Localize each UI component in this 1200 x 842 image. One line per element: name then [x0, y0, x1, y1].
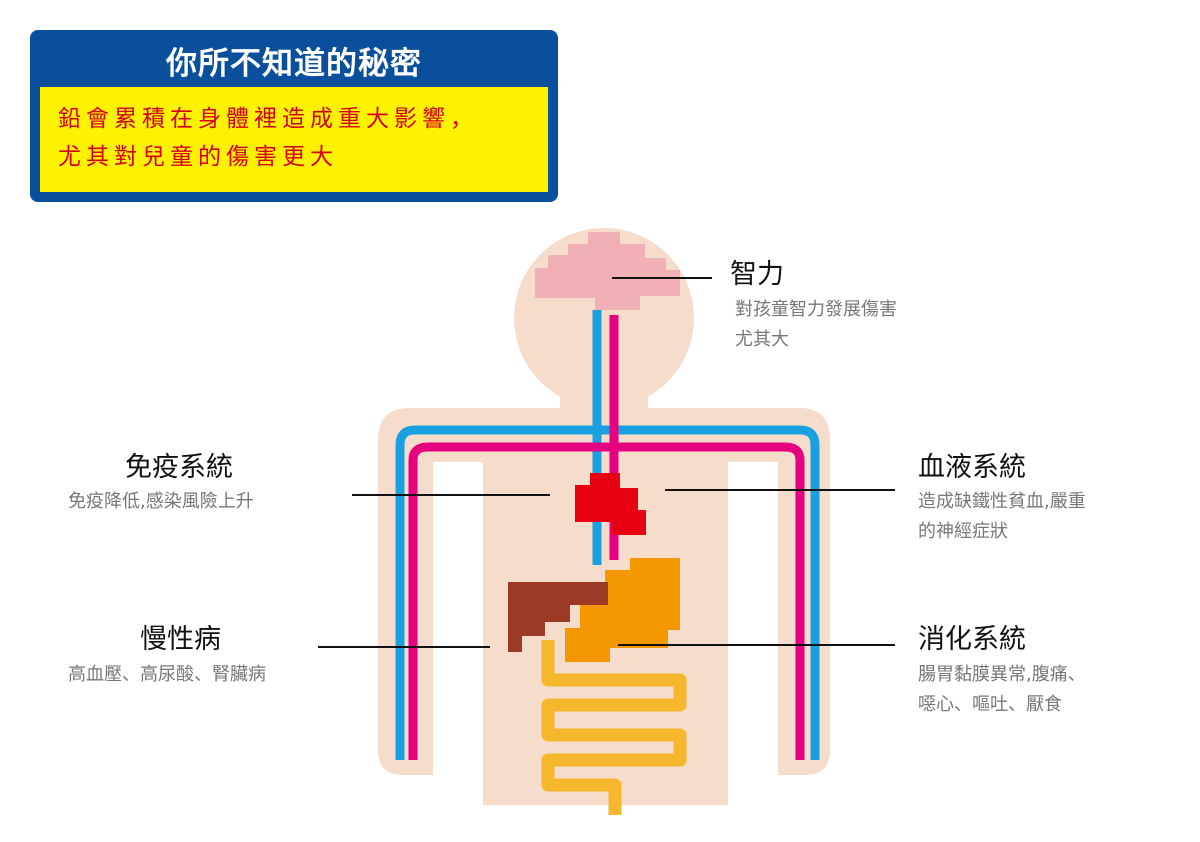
- blue-vessel: [395, 310, 820, 760]
- brain-icon: [535, 232, 680, 310]
- label-blood: 血液系統: [918, 452, 1026, 483]
- desc-line: 高血壓、高尿酸、腎臟病: [68, 664, 266, 685]
- label-digestive: 消化系統: [918, 624, 1026, 655]
- desc-intelligence: 對孩童智力發展傷害 尤其大: [735, 295, 897, 355]
- desc-blood: 造成缺鐵性貧血,嚴重 的神經症狀: [918, 487, 1086, 547]
- desc-line: 免疫降低,感染風險上升: [68, 491, 254, 512]
- desc-line: 造成缺鐵性貧血,嚴重: [918, 491, 1086, 512]
- intestine-icon: [541, 640, 687, 815]
- highlight-line-2: 尤其對兒童的傷害更大: [58, 144, 338, 170]
- stomach-icon: [565, 558, 680, 662]
- label-intelligence: 智力: [730, 259, 784, 290]
- desc-line: 對孩童智力發展傷害: [735, 299, 897, 320]
- desc-line: 尤其大: [735, 329, 789, 350]
- liver-icon: [508, 582, 608, 652]
- desc-immune: 免疫降低,感染風險上升: [68, 487, 254, 517]
- desc-line: 腸胃黏膜異常,腹痛、: [918, 664, 1086, 685]
- highlight-line-1: 鉛會累積在身體裡造成重大影響，: [58, 106, 478, 132]
- leader-lines: [318, 277, 895, 648]
- desc-chronic: 高血壓、高尿酸、腎臟病: [68, 660, 266, 690]
- info-box: 你所不知道的秘密 鉛會累積在身體裡造成重大影響， 尤其對兒童的傷害更大: [30, 30, 558, 202]
- label-immune: 免疫系統: [125, 452, 233, 483]
- heart-icon: [575, 473, 646, 535]
- desc-line: 的神經症狀: [918, 521, 1008, 542]
- desc-line: 噁心、嘔吐、厭食: [918, 694, 1062, 715]
- info-box-title: 你所不知道的秘密: [166, 46, 422, 82]
- label-chronic: 慢性病: [140, 624, 221, 655]
- desc-digestive: 腸胃黏膜異常,腹痛、 噁心、嘔吐、厭食: [918, 660, 1086, 720]
- info-box-highlight: 鉛會累積在身體裡造成重大影響， 尤其對兒童的傷害更大: [40, 87, 548, 192]
